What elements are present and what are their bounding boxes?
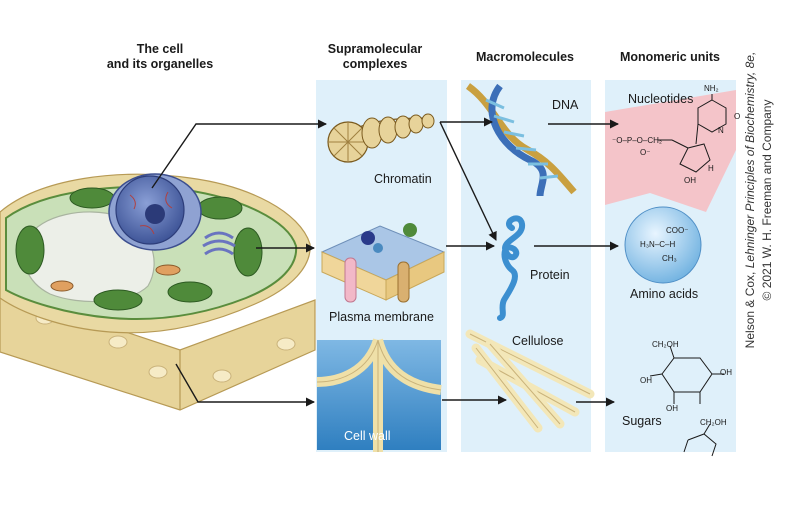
header-supramolecular: Supramolecular complexes (310, 42, 440, 72)
label-chromatin: Chromatin (374, 172, 432, 186)
chem-oh-2: OH (666, 404, 678, 413)
chem-phosphate: ⁻O–P–O–CH₂ (612, 136, 663, 145)
chem-o-base: O (734, 112, 741, 121)
label-cellulose: Cellulose (512, 334, 564, 348)
chem-ch2oh-1: CH₂OH (652, 340, 679, 349)
chem-h3n: H₃N–C–H (640, 240, 676, 249)
label-plasma-membrane: Plasma membrane (329, 310, 434, 324)
nucleotide-structure (658, 94, 727, 173)
header-monomeric: Monomeric units (619, 50, 720, 64)
arrows (151, 117, 619, 407)
amino-acid-circle (624, 206, 702, 284)
credit-line1: Nelson & Cox, Lehninger Principles of Bi… (742, 0, 759, 410)
header-cell-line1: The cell (136, 42, 184, 56)
arrow-to-cellwall (175, 363, 315, 407)
chem-coo: COO⁻ (666, 226, 689, 235)
cellulose-illustration (465, 329, 595, 433)
header-macromolecules: Macromolecules (476, 50, 574, 64)
dna-illustration (465, 83, 577, 197)
protein-illustration (497, 215, 525, 321)
nucleotide-background (605, 90, 736, 212)
chem-nh2: NH₂ (704, 84, 719, 93)
chem-oh-3: OH (720, 368, 732, 377)
header-cell-line2: and its organelles (106, 57, 214, 71)
chem-ch3: CH₃ (662, 254, 677, 263)
chem-oh-1: OH (640, 376, 652, 385)
credit-book-title: Lehninger Principles of Biochemistry, 8e… (743, 51, 757, 269)
label-protein: Protein (530, 268, 570, 282)
chem-n-base: N (718, 126, 724, 135)
arrow-chromatin-to-protein (439, 121, 497, 241)
cellwall-illustration (316, 338, 442, 452)
credit-prefix: Nelson & Cox, (743, 268, 757, 349)
label-cell-wall: Cell wall (344, 429, 391, 443)
header-cell: The cell and its organelles (80, 42, 240, 72)
chem-o-minus: O⁻ (640, 148, 651, 157)
credit-text: Nelson & Cox, Lehninger Principles of Bi… (742, 0, 782, 410)
credit-line2: © 2021 W. H. Freeman and Company (760, 99, 774, 301)
chem-oh-ribose: OH (684, 176, 696, 185)
label-sugars: Sugars (622, 414, 662, 428)
sugar-structure (649, 345, 724, 457)
label-nucleotides: Nucleotides (628, 92, 694, 106)
header-supramolecular-line2: complexes (342, 57, 408, 71)
label-amino-acids: Amino acids (630, 287, 699, 301)
membrane-illustration (320, 223, 446, 303)
header-supramolecular-line1: Supramolecular (327, 42, 423, 56)
label-dna: DNA (552, 98, 579, 112)
chromatin-illustration (327, 113, 435, 163)
cell-illustration (0, 173, 316, 411)
chem-ch2oh-2: CH₂OH (700, 418, 727, 427)
arrow-to-chromatin (151, 119, 327, 189)
chem-h-ribose: H (708, 164, 714, 173)
